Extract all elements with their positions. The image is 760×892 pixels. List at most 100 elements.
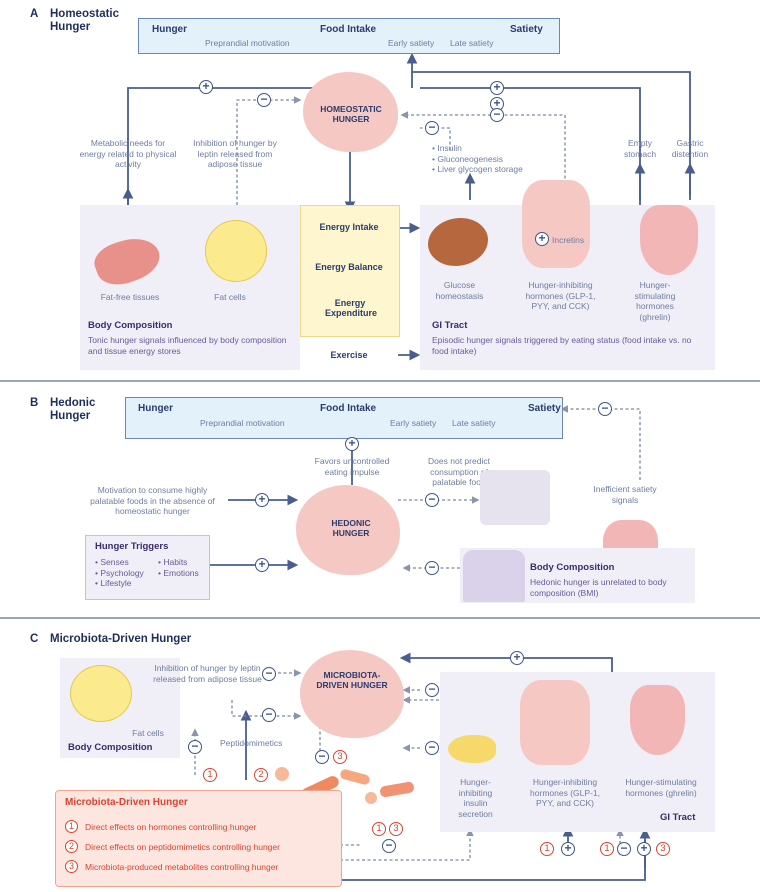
minus-sign: − xyxy=(425,683,439,697)
triggers-left-list: • Senses • Psychology • Lifestyle xyxy=(95,557,155,589)
brain-hedonic-label: HEDONIC HUNGER xyxy=(331,518,371,538)
plus-sign: + xyxy=(637,842,651,856)
panel-a-label: A xyxy=(30,8,39,20)
stimulating-hormones-label-a: Hunger-stimulating hormones (ghrelin) xyxy=(634,280,676,322)
leptin-inhibition-text-c: Inhibition of hunger by leptin released … xyxy=(153,663,262,684)
plus-sign: + xyxy=(490,81,504,95)
plus-sign: + xyxy=(199,80,213,94)
flow-satiety-b: Satiety xyxy=(528,403,561,414)
flow-early-satiety-a: Early satiety xyxy=(388,38,435,48)
minus-sign: − xyxy=(425,121,439,135)
liver-list-item: • Liver glycogen storage xyxy=(432,164,523,174)
fat-cells-icon-c xyxy=(70,665,132,722)
minus-sign: − xyxy=(382,839,396,853)
plus-sign: + xyxy=(561,842,575,856)
minus-sign: − xyxy=(262,708,276,722)
inhibiting-hormones-label-a: Hunger-inhibiting hormones (GLP-1, PYY, … xyxy=(525,280,596,311)
body-composition-title-b: Body Composition xyxy=(530,562,615,573)
triggers-right-list: • Habits • Emotions xyxy=(158,557,208,578)
plus-sign: + xyxy=(345,437,359,451)
marker-1-icon: 1 xyxy=(540,842,554,856)
liver-icon xyxy=(428,218,488,266)
favors-impulse-text: Favors uncontrolled eating impulse xyxy=(314,456,390,477)
microbiota-box xyxy=(55,790,342,887)
gi-tract-title-a: GI Tract xyxy=(432,320,468,331)
inefficient-satiety-text: Inefficient satiety signals xyxy=(593,484,657,505)
fat-cells-label-c: Fat cells xyxy=(132,728,164,738)
panel-b-label: B xyxy=(30,397,39,409)
brain-hedonic-icon xyxy=(296,485,400,575)
liver-list-item: • Gluconeogenesis xyxy=(432,153,504,164)
trigger-item: • Habits xyxy=(158,557,188,567)
energy-balance-label: Energy Balance xyxy=(315,262,383,272)
trigger-item: • Senses xyxy=(95,557,129,567)
marker-1-icon: 1 xyxy=(372,822,386,836)
exercise-label: Exercise xyxy=(330,350,368,360)
panel-a-title: Homeostatic Hunger xyxy=(50,8,120,33)
fat-free-tissues-label: Fat-free tissues xyxy=(100,292,160,302)
stimulating-hormones-label-c: Hunger-stimulating hormones (ghrelin) xyxy=(625,777,697,798)
liver-list-item: • Insulin xyxy=(432,143,462,153)
energy-expenditure-label: Energy Expenditure xyxy=(325,298,378,318)
hunger-flow-box-b xyxy=(125,397,563,439)
panel-b-title: Hedonic Hunger xyxy=(50,397,96,422)
empty-stomach-text: Empty stomach xyxy=(623,138,657,159)
metabolic-needs-text: Metabolic needs for energy related to ph… xyxy=(79,138,177,169)
plus-sign: + xyxy=(255,558,269,572)
micro-item-3-number: 3 xyxy=(65,860,78,873)
minus-sign: − xyxy=(188,740,202,754)
gi-tract-text-a: Episodic hunger signals triggered by eat… xyxy=(432,335,692,356)
minus-sign: − xyxy=(425,561,439,575)
peptidomimetics-label: Peptidomimetics xyxy=(220,738,283,748)
micro-item-2-text: Direct effects on peptidomimetics contro… xyxy=(85,842,280,852)
flow-satiety-a: Satiety xyxy=(510,24,543,35)
marker-2-icon: 2 xyxy=(254,768,268,782)
hunger-triggers-box xyxy=(85,535,210,600)
body-composition-text-b: Hedonic hunger is unrelated to body comp… xyxy=(530,577,667,598)
flow-hunger-b: Hunger xyxy=(138,403,173,414)
microbiota-box-title: Microbiota-Driven Hunger xyxy=(65,797,188,808)
plus-sign: + xyxy=(510,651,524,665)
hunger-flow-box-a xyxy=(138,18,560,54)
body-composition-box-a xyxy=(80,205,300,370)
marker-1-icon: 1 xyxy=(203,768,217,782)
brain-microbiota-icon xyxy=(300,650,404,738)
marker-1-icon: 1 xyxy=(600,842,614,856)
intestine-icon-c xyxy=(520,680,590,765)
divider-a-b xyxy=(0,380,760,382)
human-figures-icon xyxy=(463,550,525,602)
flow-hunger-a: Hunger xyxy=(152,24,187,35)
gi-tract-title-c: GI Tract xyxy=(660,812,696,823)
incretins-label: Incretins xyxy=(552,235,585,245)
trigger-item: • Psychology xyxy=(95,567,144,578)
minus-sign: − xyxy=(617,842,631,856)
trigger-item: • Lifestyle xyxy=(95,578,132,588)
brain-homeostatic-label: HOMEOSTATIC HUNGER xyxy=(320,104,382,124)
energy-intake-label: Energy Intake xyxy=(319,222,379,232)
intestine-icon xyxy=(522,180,590,268)
body-composition-title-c: Body Composition xyxy=(68,742,153,753)
minus-sign: − xyxy=(425,741,439,755)
stomach-icon-c xyxy=(630,685,685,755)
flow-food-intake-b: Food Intake xyxy=(320,403,377,414)
micro-item-1-number: 1 xyxy=(65,820,78,833)
energy-box xyxy=(300,205,400,337)
minus-sign: − xyxy=(598,402,612,416)
brain-microbiota-label: MICROBIOTA-DRIVEN HUNGER xyxy=(316,670,388,690)
does-not-predict-text: Does not predict consumption of palatabl… xyxy=(428,456,490,487)
gastric-distention-text: Gastric distention xyxy=(671,138,709,159)
brain-homeostatic-icon xyxy=(303,72,398,152)
marker-3-icon: 3 xyxy=(389,822,403,836)
flow-early-satiety-b: Early satiety xyxy=(390,418,437,428)
flow-food-intake-a: Food Intake xyxy=(320,24,377,35)
pancreas-icon xyxy=(448,735,496,763)
panel-c-title: Microbiota-Driven Hunger xyxy=(50,633,192,645)
glucose-homeostasis-label: Glucose homeostasis xyxy=(435,280,484,301)
motivation-text: Motivation to consume highly palatable f… xyxy=(90,485,215,516)
marker-3-icon: 3 xyxy=(656,842,670,856)
hunger-triggers-title: Hunger Triggers xyxy=(95,541,169,552)
marker-3-icon: 3 xyxy=(333,750,347,764)
palatable-food-icon xyxy=(480,470,550,525)
micro-item-2-number: 2 xyxy=(65,840,78,853)
body-composition-text-a: Tonic hunger signals influenced by body … xyxy=(88,335,287,356)
